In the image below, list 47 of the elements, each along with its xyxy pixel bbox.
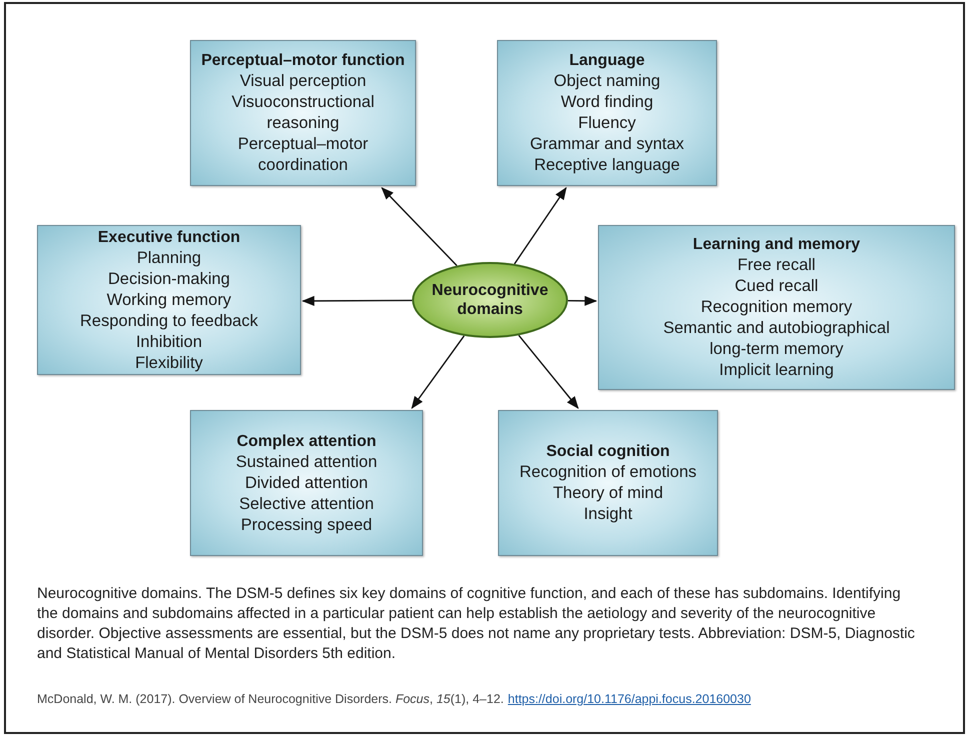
- arrow: [514, 186, 567, 264]
- doi-link: https://doi.org/10.1176/appi.focus.20160030: [508, 691, 751, 708]
- arrow: [381, 187, 458, 266]
- domain-heading: Language: [569, 51, 645, 71]
- subdomain-text: Sustained attention: [236, 452, 378, 472]
- subdomain-text: Visual perception: [240, 71, 366, 92]
- subdomain-text: Divided attention: [245, 472, 368, 494]
- subdomain-text: Semantic and autobiographical long-term memory: [662, 318, 891, 360]
- subdomain-text: Selective attention: [239, 494, 374, 514]
- domain-heading: Social cognition: [546, 442, 670, 462]
- subdomain-text: Implicit learning: [719, 360, 834, 381]
- subdomain-text: Recognition memory: [700, 297, 852, 318]
- domain-box: [498, 410, 718, 556]
- subdomain-text: Planning: [136, 248, 202, 268]
- subdomain-text: Recognition of emotions: [519, 462, 697, 483]
- citation-text: McDonald, W. M. (2017). Overview of Neurocognitive Disorders. Focus, 15(1), 4–12.: [37, 691, 504, 708]
- subdomain-text: Fluency: [578, 113, 636, 134]
- domain-heading: Learning and memory: [692, 235, 860, 255]
- ellipse-label: Neurocognitive domains: [430, 281, 550, 319]
- subdomain-text: Perceptual–motor coordination: [236, 134, 370, 176]
- subdomain-text: Visuoconstructional reasoning: [230, 92, 376, 134]
- subdomain-text: Object naming: [554, 71, 660, 92]
- subdomain-text: Decision-making: [108, 268, 230, 290]
- caption-text: Neurocognitive domains. The DSM-5 defines six key domains of cognitive function, and each of these has subdomains. Identifying the domains and subdomains affected in a particular patient can help establish the aetiology and severity of the neurocognitive disorder. Objective assessments are essential, but the DSM-5 does not name any proprietary tests. Abbreviation: DSM-5, Diagnostic and Statistical Manual of Mental Disorders 5th edition.: [37, 584, 916, 664]
- subdomain-text: Free recall: [738, 255, 816, 276]
- domain-box: [190, 40, 416, 186]
- subdomain-text: Working memory: [106, 290, 232, 310]
- domain-box: [190, 410, 423, 556]
- arrow: [568, 296, 598, 306]
- arrow: [302, 296, 412, 306]
- subdomain-text: Flexibility: [135, 352, 203, 374]
- subdomain-text: Word finding: [560, 92, 654, 113]
- subdomain-text: Responding to feedback: [80, 310, 258, 332]
- domain-heading: Complex attention: [236, 432, 376, 452]
- subdomain-text: Processing speed: [240, 514, 372, 536]
- subdomain-text: Insight: [584, 504, 632, 525]
- subdomain-text: Inhibition: [136, 332, 202, 352]
- domain-heading: Perceptual–motor function: [201, 51, 405, 71]
- domain-heading: Executive function: [98, 228, 240, 248]
- domain-box: [37, 225, 301, 375]
- domain-box: [497, 40, 717, 186]
- domain-box: [598, 225, 955, 390]
- arrow: [411, 335, 465, 410]
- subdomain-text: Theory of mind: [552, 483, 664, 504]
- subdomain-text: Receptive language: [534, 155, 680, 176]
- subdomain-text: Cued recall: [734, 276, 818, 297]
- subdomain-text: Grammar and syntax: [530, 134, 684, 155]
